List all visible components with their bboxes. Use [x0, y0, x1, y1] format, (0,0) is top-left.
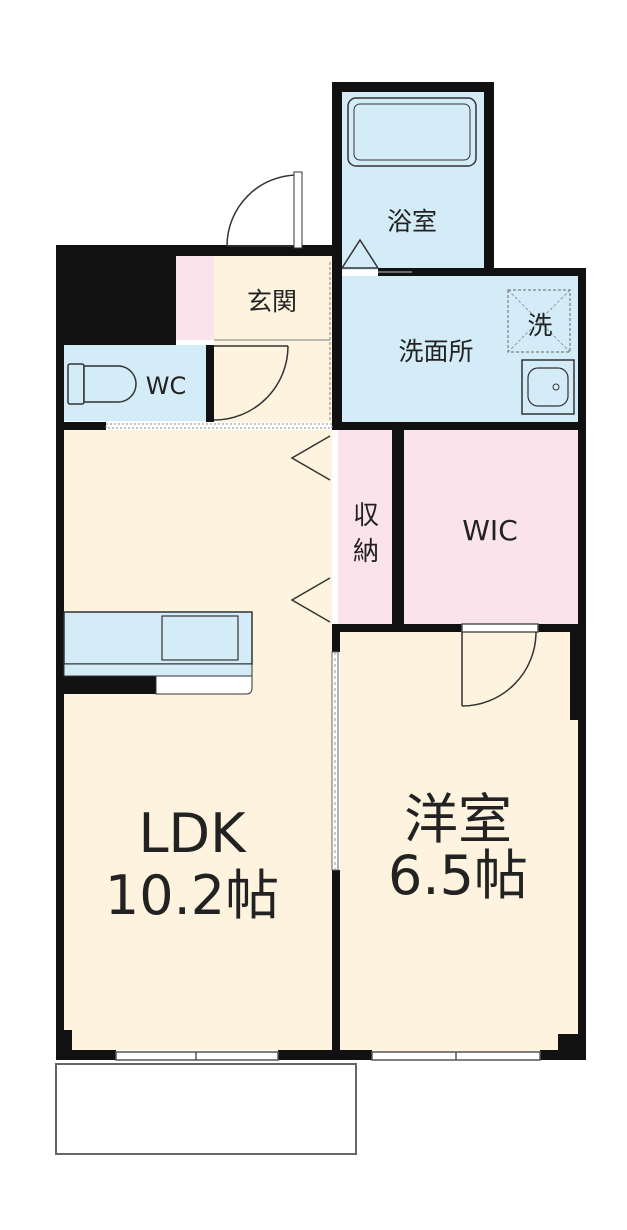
toilet [67, 363, 137, 405]
wc-ldk-threshold [105, 423, 333, 429]
label-washroom: 洗面所 [398, 337, 473, 366]
kitchen-counter [63, 611, 253, 695]
bathtub [347, 97, 477, 167]
walls [56, 82, 586, 1060]
western-door [461, 631, 537, 707]
western-floor [340, 632, 578, 1052]
front-door-frame [293, 171, 303, 249]
label-washer: 洗 [527, 311, 552, 340]
ldk-floor [64, 430, 332, 1050]
entrance-floor [214, 256, 332, 422]
label-western-size: 6.5帖 [388, 844, 528, 907]
label-ldk-size: 10.2帖 [105, 864, 279, 927]
label-wc: WC [146, 372, 187, 400]
window-western [371, 1051, 541, 1061]
bath-door [341, 238, 379, 269]
washer-space [507, 289, 571, 353]
entrance-shoe-closet [176, 256, 214, 340]
wc-door [213, 345, 289, 421]
label-ldk: LDK [138, 802, 247, 865]
balcony-outline [55, 1063, 357, 1155]
label-bath: 浴室 [387, 207, 437, 236]
wash-basin [521, 359, 575, 415]
label-entrance: 玄関 [247, 287, 297, 316]
window-ldk [115, 1051, 279, 1061]
sliding-partition [331, 651, 339, 871]
window-wic-top [461, 623, 539, 633]
entrance-step [214, 262, 331, 420]
label-wic: WIC [462, 514, 518, 547]
storage-floor [338, 430, 394, 626]
label-western: 洋室 [404, 788, 512, 851]
storage-doors [290, 435, 331, 623]
label-storage-bottom: 納 [353, 537, 379, 567]
front-door [226, 174, 299, 247]
label-storage-top: 収 [353, 501, 379, 531]
wic-floor [404, 430, 578, 626]
